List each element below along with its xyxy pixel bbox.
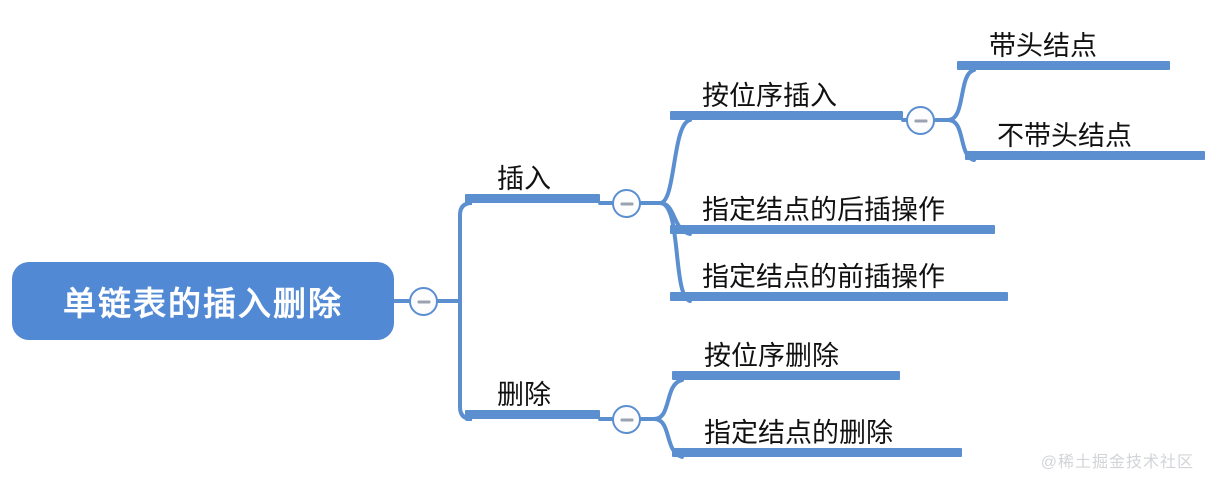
node-with-head-node[interactable]: 带头结点 (957, 22, 1170, 70)
node-insert-by-position-bar (670, 111, 903, 120)
node-delete-by-position[interactable]: 按位序删除 (672, 332, 900, 380)
node-insert-by-position[interactable]: 按位序插入 (670, 72, 903, 120)
connector-root-to-insert (458, 201, 473, 303)
node-insert-before-node[interactable]: 指定结点的前插操作 (670, 253, 1008, 301)
insert-collapse-toggle[interactable] (612, 189, 641, 218)
node-delete-by-position-bar (672, 371, 900, 380)
node-without-head-node[interactable]: 不带头结点 (965, 112, 1205, 160)
node-with-head-node-label: 带头结点 (989, 30, 1097, 61)
node-with-head-node-bar (957, 61, 1170, 70)
node-delete-bar (465, 410, 600, 419)
node-delete-specified-node[interactable]: 指定结点的删除 (672, 409, 962, 457)
node-without-head-node-label: 不带头结点 (997, 120, 1132, 151)
node-insert[interactable]: 插入 (465, 155, 600, 203)
insert-by-position-collapse-toggle[interactable] (906, 106, 935, 135)
root-node-label: 单链表的插入删除 (63, 285, 343, 322)
node-insert-before-node-label: 指定结点的前插操作 (702, 261, 945, 292)
node-insert-by-position-label: 按位序插入 (702, 80, 837, 111)
node-without-head-node-bar (965, 151, 1205, 160)
node-delete-label: 删除 (497, 379, 551, 410)
node-delete-by-position-label: 按位序删除 (704, 340, 839, 371)
root-node[interactable]: 单链表的插入删除 (12, 262, 394, 340)
node-insert-after-node-label: 指定结点的后插操作 (702, 194, 945, 225)
node-insert-after-node-bar (670, 225, 995, 234)
node-insert-after-node[interactable]: 指定结点的后插操作 (670, 186, 995, 234)
watermark: @稀土掘金技术社区 (1040, 454, 1194, 471)
node-delete-specified-node-label: 指定结点的删除 (704, 417, 893, 448)
node-insert-label: 插入 (497, 163, 551, 194)
node-insert-bar (465, 194, 600, 203)
delete-collapse-toggle[interactable] (612, 405, 641, 434)
node-insert-before-node-bar (670, 292, 1008, 301)
node-delete-specified-node-bar (672, 448, 962, 457)
root-collapse-toggle[interactable] (409, 287, 438, 316)
node-delete[interactable]: 删除 (465, 371, 600, 419)
